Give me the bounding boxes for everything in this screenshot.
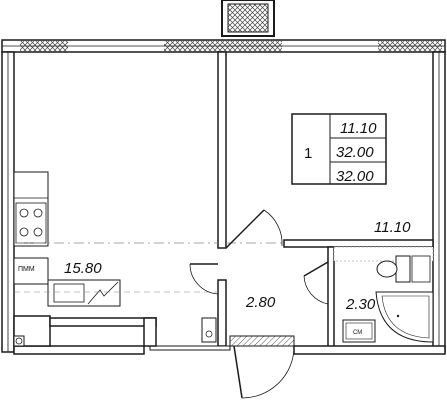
- bathroom-fixtures: [333, 246, 434, 343]
- central-partition: [217, 51, 227, 347]
- right-wall: [432, 51, 446, 353]
- info-total-area: 32.00: [336, 144, 374, 161]
- washer-tag: СМ: [353, 330, 362, 336]
- kitchen-area-label: 15.80: [64, 260, 102, 277]
- bathroom-area-label: 2.30: [345, 296, 376, 313]
- info-rooms-count: 1: [304, 145, 312, 162]
- living-room-bottom-wall: [283, 239, 434, 248]
- door-kitchen: [189, 263, 219, 295]
- info-box: 1 11.10 32.00 32.00: [291, 113, 387, 185]
- shower-tray: [375, 291, 434, 343]
- info-total-area-2: 32.00: [336, 168, 374, 185]
- bathroom-walls: [327, 246, 335, 348]
- kitchen-counter: [13, 171, 49, 285]
- stove: [15, 202, 47, 244]
- kitchen-sink-counter: [14, 279, 218, 307]
- dishwasher-tag: ПММ: [18, 266, 35, 273]
- kitchen-niche: [13, 315, 157, 347]
- hall-cabinet: [201, 317, 217, 343]
- toilet-icon: [376, 260, 398, 278]
- sink: [53, 283, 85, 303]
- living-room-area-label: 11.10: [374, 219, 411, 236]
- hallway-area-label: 2.80: [245, 294, 276, 311]
- door-bathroom: [303, 261, 329, 305]
- door-living-room: [225, 209, 283, 249]
- top-wall: [1, 39, 446, 53]
- bottom-wall: [13, 335, 446, 355]
- balcony-element: [221, 0, 275, 37]
- toilet-tank: [395, 255, 411, 283]
- dishwasher: [13, 257, 49, 285]
- left-wall: [1, 51, 15, 353]
- info-living-area: 11.10: [340, 120, 377, 137]
- washing-machine: [342, 319, 376, 343]
- entrance-threshold: [229, 335, 295, 347]
- door-entrance: [233, 345, 295, 399]
